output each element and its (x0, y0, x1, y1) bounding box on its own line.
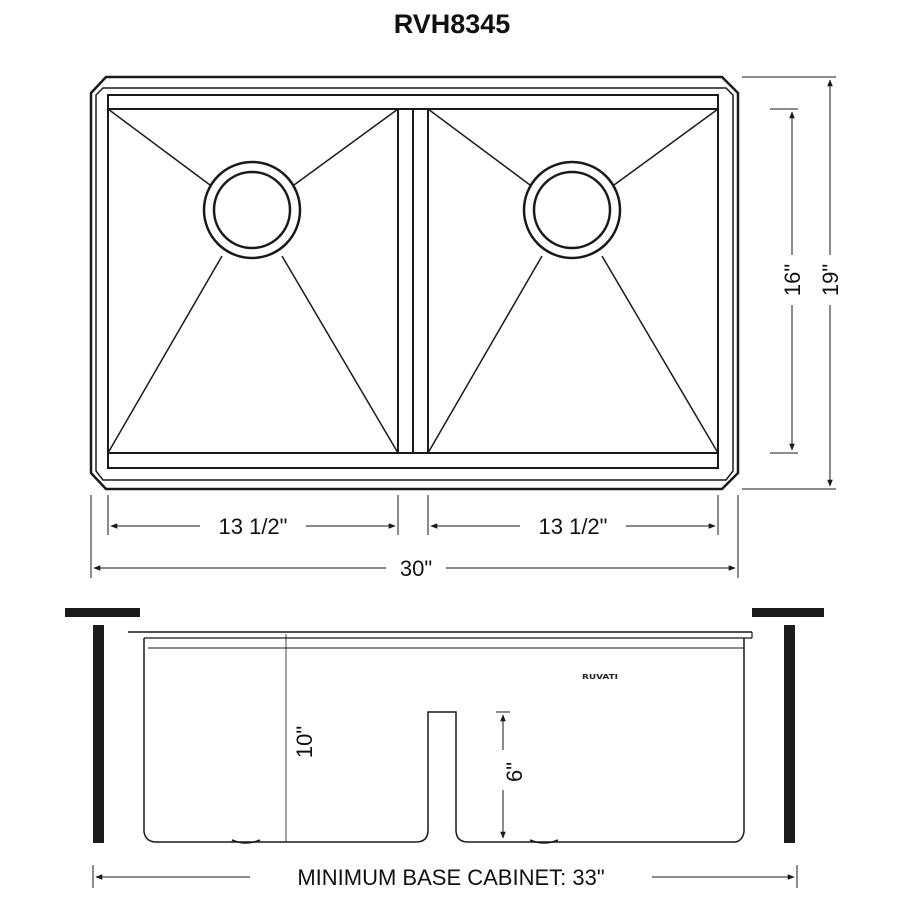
min-base-cabinet-label: MINIMUM BASE CABINET: 33" (297, 865, 604, 890)
side-view: RUVATI 10" 6" MINIMUM BASE CABINET: 33" (65, 608, 824, 890)
dim-overall-length: 19" (818, 79, 843, 487)
dim-min-base-cabinet: MINIMUM BASE CABINET: 33" (92, 865, 798, 890)
dim-overall-width: 30" (93, 556, 736, 581)
countertop-right (752, 608, 824, 617)
left-drain (202, 160, 302, 260)
cabinet-wall-right (784, 625, 795, 843)
right-bowl (427, 108, 719, 454)
dim-divider-height: 6" (496, 711, 527, 839)
dim-left-bowl-width: 13 1/2" (110, 514, 396, 539)
brand-mark: RUVATI (582, 673, 618, 681)
bowl-length-label: 16" (780, 264, 805, 296)
overall-width-label: 30" (400, 556, 432, 581)
right-drain (522, 160, 622, 260)
sink-outer-rim (89, 75, 740, 491)
divider-height-label: 6" (502, 762, 527, 782)
sink-side-body (143, 638, 745, 843)
sink-inner-rim (95, 87, 734, 481)
left-bowl-width-label: 13 1/2" (219, 514, 288, 539)
right-bowl-width-label: 13 1/2" (539, 514, 608, 539)
left-bowl (107, 108, 399, 454)
dim-depth: 10" (292, 726, 317, 758)
model-title: RVH8345 (394, 9, 511, 39)
dim-right-bowl-width: 13 1/2" (430, 514, 716, 539)
cabinet-wall-left (93, 625, 104, 843)
overall-length-label: 19" (818, 264, 843, 296)
dim-bowl-length: 16" (780, 111, 805, 451)
top-view: 13 1/2" 13 1/2" 30" 16" 19" (89, 75, 843, 581)
depth-label: 10" (292, 726, 317, 758)
countertop-left (65, 608, 140, 617)
